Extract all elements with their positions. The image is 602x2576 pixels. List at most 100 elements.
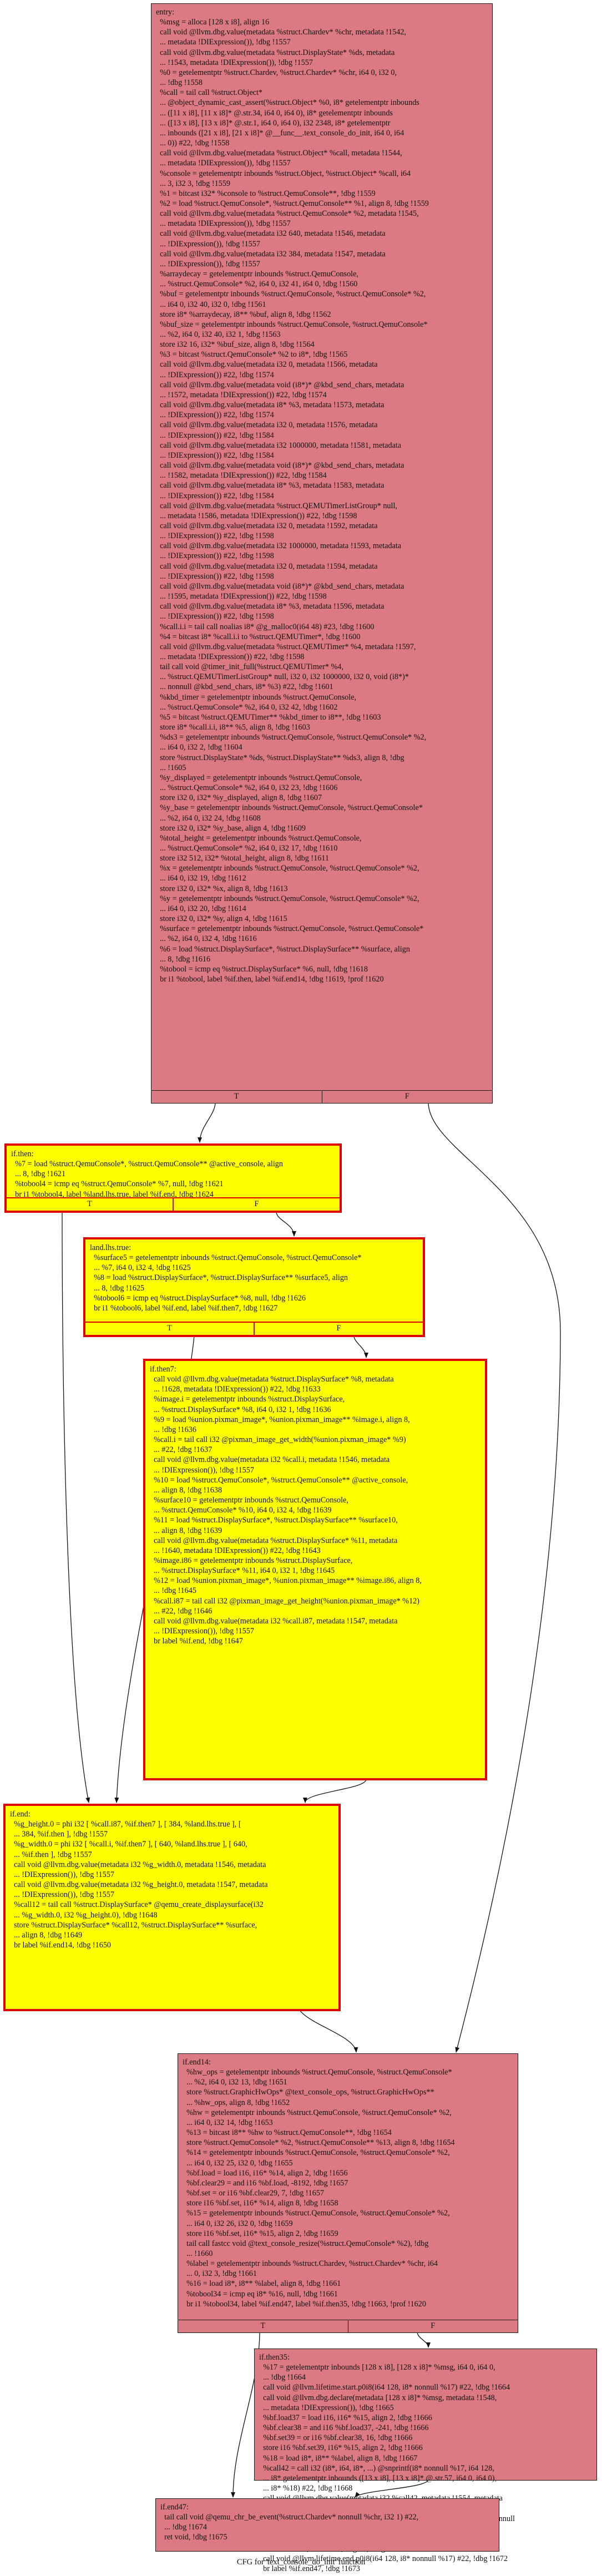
- code-line: store i8* %arraydecay, i8** %buf, align …: [156, 310, 331, 319]
- code-line: call void @llvm.dbg.value(metadata i32 0…: [156, 360, 378, 370]
- code-line: ... 8, !dbg !1616: [156, 954, 211, 964]
- code-line: store %struct.DisplaySurface* %call12, %…: [10, 1920, 257, 1930]
- code-line: call void @llvm.dbg.value(metadata i32 6…: [156, 229, 386, 239]
- edge-entry-to-if-end14: [428, 1102, 561, 2053]
- code-line: store i32 0, i32* %y, align 4, !dbg !161…: [156, 914, 287, 924]
- code-line: ... !DIExpression()) #22, !dbg !1574: [156, 411, 274, 420]
- code-line: store i8* %call.i.i, i8** %5, align 8, !…: [156, 723, 310, 732]
- code-line: store i32 0, i32* %y_displayed, align 8,…: [156, 793, 322, 803]
- code-line: call void @llvm.dbg.value(metadata i32 %…: [150, 1455, 390, 1465]
- code-line: ... metadata !DIExpression()) #22, !dbg …: [156, 652, 305, 661]
- code-line: call void @llvm.dbg.value(metadata %stru…: [150, 1536, 398, 1545]
- code-line: %tobool34 = icmp eq i8* %16, null, !dbg …: [183, 2289, 338, 2299]
- code-line: %bf.clear29 = and i16 %bf.load, -8192, !…: [183, 2178, 348, 2188]
- code-line: store i16 %bf.set, i16* %14, align 8, !d…: [183, 2199, 338, 2208]
- code-line: %15 = getelementptr inbounds %struct.Qem…: [183, 2209, 450, 2218]
- code-line: ... %2, i64 0, i32 40, i32 1, !dbg !1563: [156, 330, 281, 339]
- code-line: %call.i.i = tail call noalias i8* @g_mal…: [156, 622, 375, 631]
- code-line: call void @llvm.dbg.value(metadata %stru…: [156, 501, 397, 510]
- code-line: ... %struct.QemuConsole* %2, i64 0, i32 …: [156, 280, 358, 289]
- code-line: ... !1572, metadata !DIExpression()) #22…: [156, 390, 327, 399]
- code-line: ... %2, i64 0, i32 24, !dbg !1608: [156, 813, 261, 823]
- code-line: ... !DIExpression()), !dbg !1557: [156, 239, 260, 249]
- code-line: store i16 %bf.set39, i16* %15, align 2, …: [259, 2443, 423, 2453]
- code-line: ... !dbg !1645: [150, 1586, 196, 1596]
- edge-land-lhs-true-to-if-then7: [353, 1335, 368, 1358]
- code-line: store i16 %bf.set, i16* %15, align 2, !d…: [183, 2229, 338, 2238]
- code-line: ... %2, i64 0, i32 4, !dbg !1616: [156, 934, 257, 944]
- code-line: call void @llvm.dbg.value(metadata i32 %…: [10, 1860, 266, 1869]
- code-line: %bf.load = load i16, i16* %14, align 2, …: [183, 2168, 348, 2178]
- code-line: %7 = load %struct.QemuConsole*, %struct.…: [11, 1160, 283, 1169]
- code-line: %kbd_timer = getelementptr inbounds %str…: [156, 692, 357, 702]
- code-line: call void @llvm.dbg.value(metadata i32 0…: [156, 421, 378, 430]
- code-line: ... metadata !DIExpression()), !dbg !166…: [259, 2403, 394, 2412]
- code-line: %ds3 = getelementptr inbounds %struct.Qe…: [156, 733, 427, 742]
- cfg-node-entry: entry: %msg = alloca [128 x i8], align 1…: [151, 3, 493, 1104]
- code-line: br label %if.end47, !dbg !1673: [259, 2564, 361, 2574]
- node-code: if.end14: %hw_ops = getelementptr inboun…: [178, 2054, 518, 2311]
- cfg-node-if-then: if.then: %7 = load %struct.QemuConsole*,…: [4, 1143, 342, 1213]
- code-line: %hw = getelementptr inbounds %struct.Qem…: [183, 2108, 452, 2117]
- code-line: ... !DIExpression()), !dbg !1557: [150, 1465, 254, 1475]
- code-line: %y = getelementptr inbounds %struct.Qemu…: [156, 894, 419, 903]
- code-line: ... %struct.QemuConsole* %2, i64 0, i32 …: [156, 702, 338, 712]
- code-line: %call42 = call i32 (i8*, i64, i8*, ...) …: [259, 2463, 494, 2473]
- code-line: call void @llvm.dbg.value(metadata void …: [156, 581, 404, 591]
- node-code: if.then: %7 = load %struct.QemuConsole*,…: [7, 1146, 340, 1202]
- code-line: %16 = load i8*, i8** %label, align 8, !d…: [183, 2279, 341, 2289]
- code-line: ... !DIExpression()), !dbg !1557: [156, 259, 260, 269]
- cfg-node-if-end47: if.end47: tail call void @qemu_chr_be_ev…: [155, 2498, 499, 2552]
- code-line: %surface10 = getelementptr inbounds %str…: [150, 1496, 348, 1505]
- code-line: call void @llvm.dbg.value(metadata i8* %…: [156, 401, 385, 410]
- code-line: %y_base = getelementptr inbounds %struct…: [156, 803, 423, 813]
- code-line: ... metadata !DIExpression()), !dbg !155…: [156, 38, 291, 47]
- code-line: call void @llvm.dbg.value(metadata void …: [156, 380, 404, 389]
- node-label: land.lhs.true:: [90, 1243, 131, 1252]
- code-line: ... metadata !1586, metadata !DIExpressi…: [156, 511, 357, 520]
- code-line: ... !DIExpression()), !dbg !1557: [150, 1627, 254, 1636]
- code-line: %0 = getelementptr %struct.Chardev, %str…: [156, 68, 397, 77]
- code-line: br i1 %tobool4, label %land.lhs.true, la…: [11, 1190, 214, 1199]
- code-line: %call.i87 = tail call i32 @pixman_image_…: [150, 1596, 419, 1606]
- code-line: %tobool6 = icmp eq %struct.DisplaySurfac…: [90, 1293, 306, 1303]
- code-line: call void @llvm.dbg.value(metadata i32 %…: [150, 1616, 398, 1626]
- code-line: ... metadata !DIExpression()), !dbg !155…: [156, 219, 291, 229]
- code-line: ... %hw_ops, align 8, !dbg !1652: [183, 2098, 290, 2107]
- graph-caption: CFG for 'text_console_do_init' function: [236, 2558, 366, 2567]
- code-line: call void @llvm.dbg.value(metadata i32 1…: [156, 441, 402, 450]
- cfg-node-if-then7: if.then7: call void @llvm.dbg.value(meta…: [143, 1359, 487, 1780]
- code-line: ... !DIExpression()) #22, !dbg !1598: [156, 612, 274, 621]
- code-line: ... i64 0, i32 25, i32 0, !dbg !1655: [183, 2158, 293, 2168]
- code-line: call void @llvm.dbg.value(metadata i8* %…: [156, 481, 385, 490]
- code-line: %surface = getelementptr inbounds %struc…: [156, 924, 424, 934]
- edge-if-then-to-if-end: [62, 1211, 90, 1803]
- code-line: %8 = load %struct.DisplaySurface*, %stru…: [90, 1273, 348, 1283]
- code-line: call void @llvm.dbg.value(metadata %stru…: [156, 209, 419, 219]
- code-line: ... %if.then ], !dbg !1557: [10, 1850, 92, 1859]
- code-line: %11 = load %struct.DisplaySurface*, %str…: [150, 1516, 398, 1525]
- code-line: %surface5 = getelementptr inbounds %stru…: [90, 1253, 362, 1263]
- code-line: %console = getelementptr inbounds %struc…: [156, 169, 411, 178]
- code-line: %arraydecay = getelementptr inbounds %st…: [156, 270, 358, 279]
- branch-false-label: F: [321, 1091, 493, 1103]
- code-line: %y_displayed = getelementptr inbounds %s…: [156, 773, 362, 782]
- code-line: call void @llvm.dbg.value(metadata i32 1…: [156, 541, 402, 551]
- node-label: if.then7:: [150, 1365, 176, 1374]
- branch-true-label: T: [167, 1324, 172, 1333]
- code-line: tail call void @timer_init_full(%struct.…: [156, 662, 344, 672]
- code-line: ... %struct.QemuConsole* %2, i64 0, i32 …: [156, 843, 338, 853]
- code-line: %2 = load %struct.QemuConsole*, %struct.…: [156, 199, 429, 208]
- code-line: call void @llvm.dbg.value(metadata %stru…: [156, 642, 416, 651]
- code-line: %1 = bitcast i32* %console to %struct.Qe…: [156, 189, 376, 198]
- code-line: %9 = load %union.pixman_image*, %union.p…: [150, 1415, 410, 1424]
- code-line: ... i64 0, i32 14, !dbg !1653: [183, 2118, 273, 2127]
- code-line: ... !DIExpression()) #22, !dbg !1598: [156, 532, 274, 541]
- code-line: ... !dbg !1558: [156, 78, 203, 88]
- branch-true-label: T: [234, 1092, 239, 1101]
- code-line: ... !1660: [183, 2249, 213, 2258]
- node-label: if.end14:: [183, 2058, 211, 2067]
- edge-entry-to-if-then: [198, 1102, 216, 1143]
- code-line: %3 = bitcast %struct.QemuConsole* %2 to …: [156, 350, 348, 360]
- code-line: %tobool4 = icmp eq %struct.QemuConsole* …: [11, 1180, 224, 1189]
